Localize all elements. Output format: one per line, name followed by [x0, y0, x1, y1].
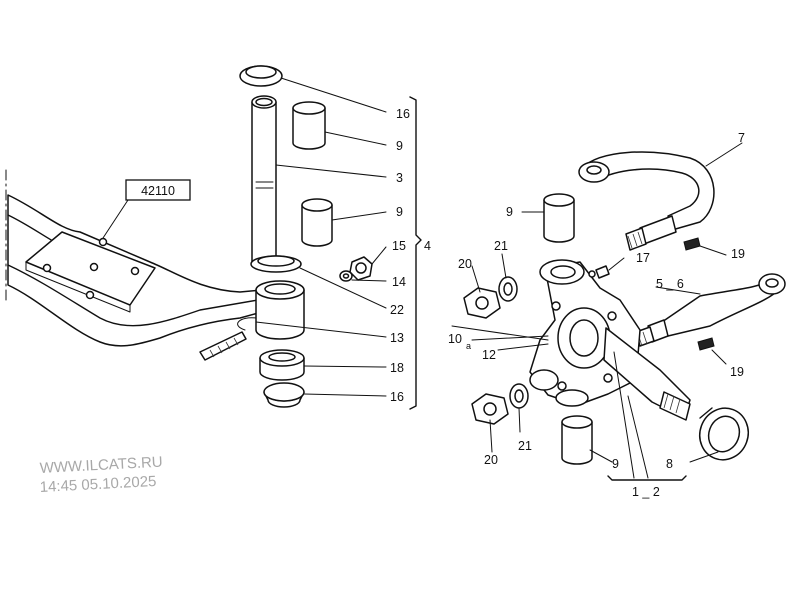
- callout-16-bottom: 16: [390, 390, 404, 404]
- callout-19-top: 19: [731, 247, 745, 261]
- callout-10: 10: [448, 332, 462, 346]
- knuckle-callouts: 7 9 21 20 17 19 5 _ 6 10 a 12 19 21 20 9…: [448, 131, 745, 499]
- callout-8: 8: [666, 457, 673, 471]
- callout-9-lower: 9: [396, 205, 403, 219]
- callout-16-top: 16: [396, 107, 410, 121]
- axle-beam: [5, 169, 263, 347]
- kingpin-leaders: [255, 77, 422, 410]
- callout-21-top: 21: [494, 239, 508, 253]
- callout-13: 13: [390, 331, 404, 345]
- callout-9-top: 9: [396, 139, 403, 153]
- callout-5-6: 5 _ 6: [656, 277, 684, 291]
- watermark: WWW.ILCATS.RU 14:45 05.10.2025: [39, 454, 163, 496]
- callout-20-bottom: 20: [484, 453, 498, 467]
- callout-1-2: 1 _ 2: [632, 485, 660, 499]
- callout-10-sub: a: [466, 341, 471, 351]
- callout-7: 7: [738, 131, 745, 145]
- knuckle-leaders: [451, 142, 743, 481]
- callout-20-top: 20: [458, 257, 472, 271]
- reference-box-label: 42110: [141, 184, 175, 198]
- callout-21-bottom: 21: [518, 439, 532, 453]
- callout-9-right-top: 9: [506, 205, 513, 219]
- callout-19-bottom: 19: [730, 365, 744, 379]
- callout-15: 15: [392, 239, 406, 253]
- callout-18: 18: [390, 361, 404, 375]
- kingpin-assembly: [199, 65, 373, 408]
- callout-17: 17: [636, 251, 650, 265]
- callout-3: 3: [396, 171, 403, 185]
- callout-14: 14: [392, 275, 406, 289]
- watermark-site: WWW.ILCATS.RU: [39, 454, 163, 477]
- steering-knuckle-assembly: [463, 151, 786, 465]
- callout-12: 12: [482, 348, 496, 362]
- reference-box: 42110: [102, 179, 191, 239]
- callout-22: 22: [390, 303, 404, 317]
- callout-4: 4: [424, 239, 431, 253]
- watermark-timestamp: 14:45 05.10.2025: [39, 473, 157, 496]
- callout-9-right-bottom: 9: [612, 457, 619, 471]
- kingpin-callouts: 16 9 3 9 15 4 14 22 13 18 16: [390, 107, 431, 404]
